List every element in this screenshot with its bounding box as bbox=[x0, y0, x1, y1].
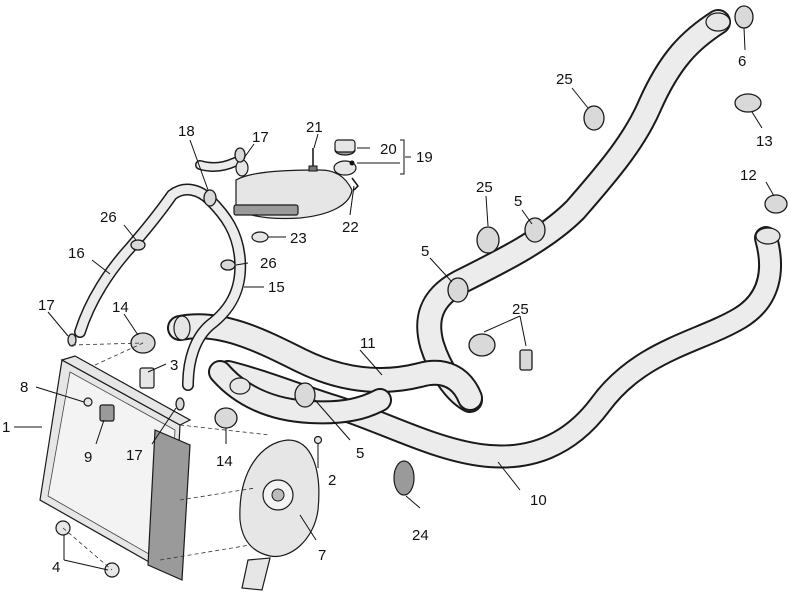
callout-12: 12 bbox=[740, 167, 757, 184]
callout-26b: 26 bbox=[260, 255, 277, 272]
callout-11: 11 bbox=[360, 335, 376, 352]
callout-13: 13 bbox=[756, 133, 773, 150]
clamp-5c bbox=[294, 382, 316, 408]
cap-20 bbox=[334, 139, 356, 156]
clamp-5b bbox=[447, 277, 469, 303]
callout-5b: 5 bbox=[514, 193, 522, 210]
callout-5a: 5 bbox=[421, 243, 429, 260]
clip-26b bbox=[220, 259, 236, 271]
callout-10: 10 bbox=[530, 492, 547, 509]
callout-22: 22 bbox=[342, 219, 359, 236]
callout-17b: 17 bbox=[126, 447, 143, 464]
callout-19: 19 bbox=[416, 149, 433, 166]
clip-17b bbox=[175, 397, 185, 411]
fan-7 bbox=[239, 439, 320, 591]
callout-26a: 26 bbox=[100, 209, 117, 226]
callout-8: 8 bbox=[20, 379, 28, 396]
sensor-9 bbox=[99, 404, 115, 422]
callout-25b: 25 bbox=[476, 179, 493, 196]
leader-lines bbox=[14, 27, 775, 571]
callout-4: 4 bbox=[52, 559, 60, 576]
clip-17a bbox=[67, 333, 77, 347]
dashed-guides bbox=[62, 342, 271, 571]
callout-24: 24 bbox=[412, 527, 429, 544]
clip-26a bbox=[130, 239, 146, 251]
callout-1: 1 bbox=[2, 419, 10, 436]
callout-25a: 25 bbox=[556, 71, 573, 88]
clamp-5a bbox=[524, 217, 546, 243]
expansion-tank bbox=[233, 159, 357, 220]
callout-20: 20 bbox=[380, 141, 397, 158]
dot-19 bbox=[349, 160, 355, 166]
clamp-25a bbox=[583, 105, 605, 131]
clip-22 bbox=[351, 177, 359, 191]
hose-11 bbox=[167, 313, 483, 411]
grommet-23 bbox=[251, 231, 269, 243]
radiator-1 bbox=[39, 355, 192, 581]
callout-14b: 14 bbox=[216, 453, 233, 470]
clamp-14b bbox=[214, 407, 238, 429]
sleeve-24 bbox=[393, 460, 415, 496]
clamp-25c bbox=[468, 333, 496, 357]
clamp-25b bbox=[476, 226, 500, 254]
callout-21: 21 bbox=[306, 119, 323, 136]
clamp-25d bbox=[519, 349, 533, 371]
callout-18: 18 bbox=[178, 123, 195, 140]
callout-5c: 5 bbox=[356, 445, 364, 462]
screw-8 bbox=[83, 397, 93, 407]
clamp-13 bbox=[734, 93, 762, 113]
callout-labels: 1 2 3 4 5 5 5 6 7 8 9 10 11 12 13 14 14 … bbox=[2, 53, 773, 576]
bracket-3 bbox=[139, 367, 155, 389]
clamp-12 bbox=[764, 194, 788, 214]
callout-17c: 17 bbox=[252, 129, 269, 146]
callout-15: 15 bbox=[268, 279, 285, 296]
hose-lower bbox=[208, 360, 392, 425]
clip-18 bbox=[203, 189, 217, 207]
callout-2: 2 bbox=[328, 472, 336, 489]
callout-14a: 14 bbox=[112, 299, 129, 316]
hose-15 bbox=[182, 157, 247, 391]
callout-16: 16 bbox=[68, 245, 85, 262]
callout-17a: 17 bbox=[38, 297, 55, 314]
hose-16 bbox=[74, 183, 216, 338]
clamp-6 bbox=[734, 5, 754, 29]
callout-25c: 25 bbox=[512, 301, 529, 318]
callout-6: 6 bbox=[738, 53, 746, 70]
callout-23: 23 bbox=[290, 230, 307, 247]
callout-9: 9 bbox=[84, 449, 92, 466]
callout-3: 3 bbox=[170, 357, 178, 374]
screw-21 bbox=[308, 148, 318, 172]
screw-2 bbox=[313, 435, 323, 445]
clip-17c bbox=[234, 147, 246, 163]
callout-7: 7 bbox=[318, 547, 326, 564]
